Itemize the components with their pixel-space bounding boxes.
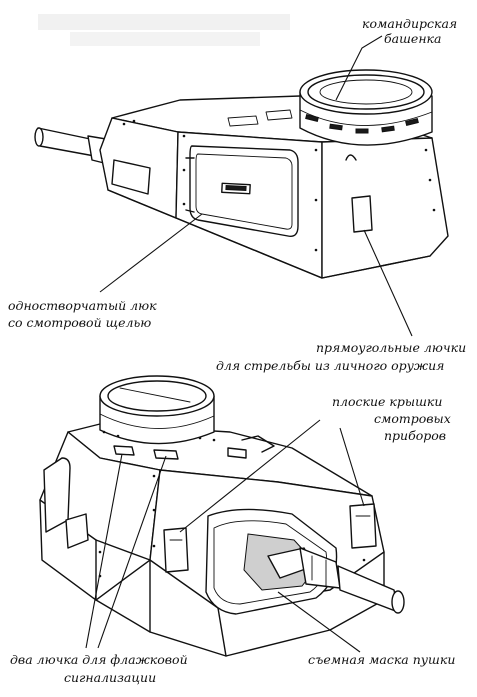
vision-cover-3 bbox=[227, 447, 247, 459]
commander-cupola-bottom bbox=[99, 375, 215, 445]
label-hatch-1: одностворчатый люк bbox=[8, 298, 157, 313]
turret-rear-face bbox=[321, 137, 449, 279]
vision-port-left-top bbox=[111, 159, 151, 195]
label-ports-2: для стрельбы из личного оружия bbox=[216, 358, 444, 373]
rivets-top bbox=[122, 119, 436, 252]
side-hatch-top bbox=[185, 145, 299, 237]
label-hatch-2: со смотровой щелью bbox=[8, 315, 151, 330]
callout-vision-covers: плоские крышки смотровых приборов bbox=[332, 394, 451, 443]
vision-cover-2 bbox=[153, 449, 179, 460]
side-hatch-bottom bbox=[43, 457, 71, 533]
vision-flap-right bbox=[349, 503, 377, 549]
rivets-bottom bbox=[98, 430, 366, 578]
commander-cupola-top bbox=[299, 69, 433, 146]
label-covers-1: плоские крышки bbox=[332, 394, 442, 409]
callout-mantlet: съемная маска пушки bbox=[308, 652, 455, 667]
leader-lines bbox=[85, 35, 413, 653]
callout-signal-hatches: два лючка для флажковой сигнализации bbox=[10, 652, 188, 685]
label-mantlet: съемная маска пушки bbox=[308, 652, 455, 667]
label-cupola-1: командирская bbox=[362, 16, 457, 31]
callout-hatch: одностворчатый люк со смотровой щелью bbox=[8, 298, 157, 330]
pistol-port-top bbox=[351, 195, 373, 233]
label-signal-1: два лючка для флажковой bbox=[10, 652, 188, 667]
label-signal-2: сигнализации bbox=[64, 670, 156, 685]
vision-cover-1 bbox=[113, 445, 135, 456]
callout-commander-cupola: командирская башенка bbox=[362, 16, 457, 46]
turret-top-view bbox=[34, 69, 449, 279]
vision-flap-left bbox=[163, 527, 189, 573]
label-covers-3: приборов bbox=[384, 428, 446, 443]
callout-pistol-ports: прямоугольные лючки для стрельбы из личн… bbox=[216, 340, 466, 373]
pistol-port-left-bottom bbox=[65, 513, 89, 549]
faded-caption bbox=[38, 14, 290, 46]
label-cupola-2: башенка bbox=[384, 31, 441, 46]
gun-barrel-bottom bbox=[267, 547, 405, 614]
label-covers-2: смотровых bbox=[374, 411, 451, 426]
label-ports-1: прямоугольные лючки bbox=[316, 340, 466, 355]
turret-bottom-view bbox=[39, 375, 405, 657]
